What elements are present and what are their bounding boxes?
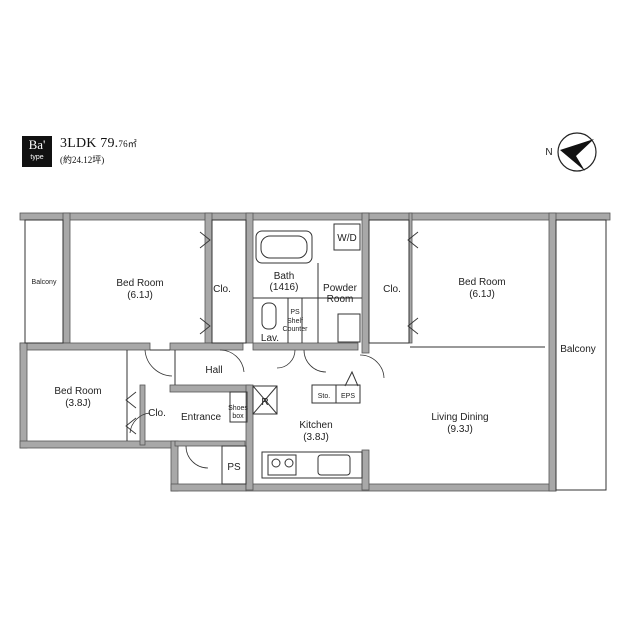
balcony-right-label: Balcony bbox=[560, 344, 596, 355]
shelf-counter-line2: Counter bbox=[283, 326, 309, 333]
bed-room-w-name: Bed Room bbox=[54, 386, 101, 397]
powder-room-line2: Room bbox=[327, 294, 354, 305]
fridge-label: R bbox=[261, 397, 268, 408]
unit-type-sub: type bbox=[30, 154, 44, 161]
storage-label: Sto. bbox=[318, 393, 331, 400]
balcony-left-label: Balcony bbox=[32, 279, 57, 286]
bed-room-nw-name: Bed Room bbox=[116, 278, 163, 289]
compass: N bbox=[545, 132, 597, 172]
shelf-counter-line1: Shelf bbox=[287, 318, 303, 325]
bed-room-ne-size: (6.1J) bbox=[469, 289, 495, 300]
bed-room-ne-name: Bed Room bbox=[458, 277, 505, 288]
living-dining-name: Living Dining bbox=[431, 412, 488, 423]
shoes-box-line1: Shoes bbox=[228, 405, 248, 412]
layout-and-area: 3LDK 79.76㎡ bbox=[60, 136, 137, 152]
eps-label: EPS bbox=[341, 393, 355, 400]
closet-left-label: Clo. bbox=[213, 284, 231, 295]
bath-size: (1416) bbox=[270, 282, 299, 293]
ps-top-label: PS bbox=[290, 309, 300, 316]
lav-label: Lav. bbox=[261, 333, 279, 344]
hall-label: Hall bbox=[205, 365, 222, 376]
area-small: 76㎡ bbox=[118, 139, 137, 149]
closet-small-label: Clo. bbox=[148, 408, 166, 419]
shoes-box-line2: box bbox=[232, 413, 244, 420]
kitchen-size: (3.8J) bbox=[303, 432, 329, 443]
washer-label: W/D bbox=[337, 233, 356, 244]
powder-room-line1: Powder bbox=[323, 283, 358, 294]
living-dining-size: (9.3J) bbox=[447, 424, 473, 435]
interior-lines bbox=[24, 219, 607, 491]
unit-type-code: Ba' bbox=[28, 137, 46, 152]
layout-label: 3LDK bbox=[60, 136, 97, 151]
bed-room-nw-size: (6.1J) bbox=[127, 290, 153, 301]
entrance-label: Entrance bbox=[181, 412, 221, 423]
area-main: 79. bbox=[100, 136, 119, 151]
closet-markers bbox=[125, 231, 419, 435]
bed-room-w-size: (3.8J) bbox=[65, 398, 91, 409]
bath-name: Bath bbox=[274, 271, 295, 282]
ps-bottom-label: PS bbox=[227, 462, 241, 473]
exterior-walls bbox=[19, 212, 611, 492]
kitchen-name: Kitchen bbox=[299, 420, 332, 431]
area-tsubo: (約24.12坪) bbox=[60, 155, 105, 165]
door-swings bbox=[129, 349, 385, 469]
closet-right-label: Clo. bbox=[383, 284, 401, 295]
compass-north-label: N bbox=[545, 147, 552, 158]
unit-type-badge: Ba' type bbox=[22, 136, 52, 167]
